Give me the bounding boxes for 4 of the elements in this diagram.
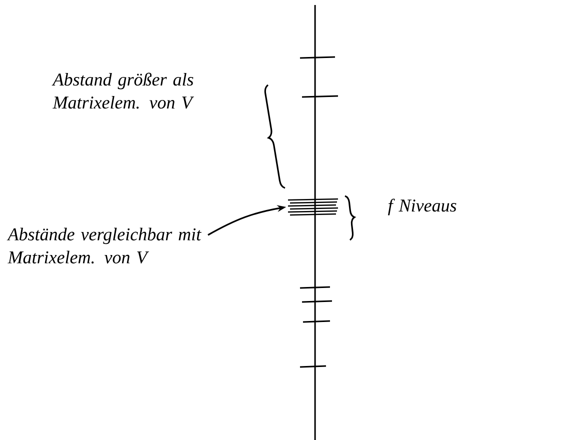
level-cluster <box>288 198 338 216</box>
note-text: Abstand größer als Matrixelem. von V <box>52 72 194 109</box>
note-text: Abstände vergleichbar mit Matrixelem. von V <box>6 228 202 264</box>
note-text: f Niveaus <box>388 198 456 216</box>
